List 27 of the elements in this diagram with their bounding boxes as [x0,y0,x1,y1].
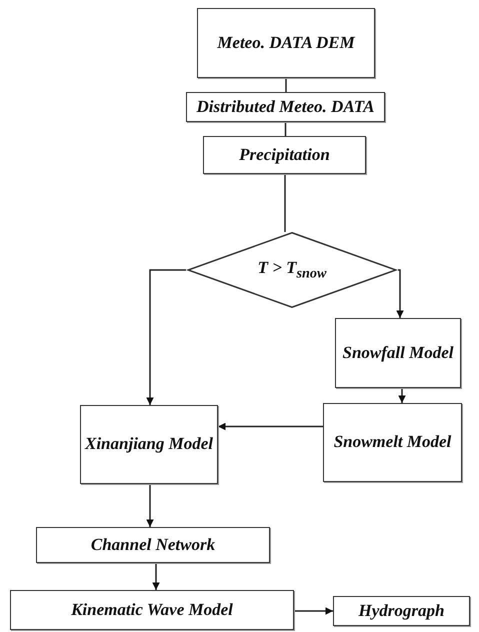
process-box [333,596,470,626]
box-label: Xinanjiang Model [84,433,214,456]
arrow [146,269,186,405]
arrow [146,484,154,527]
box-label: Channel Network [90,534,216,556]
arrow [396,269,404,318]
process-box [80,405,218,484]
arrow [294,607,333,615]
box-label: Hydrograph [357,600,446,622]
box-label: Meteo. DATA DEM [216,32,356,54]
arrow [398,388,406,403]
box-label: Snowfall Model [342,342,454,364]
arrow [218,422,323,430]
box-label: Precipitation [238,144,331,166]
process-box [197,8,375,78]
box-label: Distributed Meteo. DATA [195,96,376,118]
process-box [203,136,366,174]
process-box [186,92,385,122]
process-box [323,403,462,482]
box-label: Snowmelt Model [332,431,452,454]
process-box [335,318,461,388]
box-label: Kinematic Wave Model [70,598,234,621]
decision-diamond [186,232,398,308]
box-label: T > T$_{snow}$ [256,257,328,283]
process-box [36,527,270,563]
arrow [152,563,160,590]
process-box [10,590,294,630]
